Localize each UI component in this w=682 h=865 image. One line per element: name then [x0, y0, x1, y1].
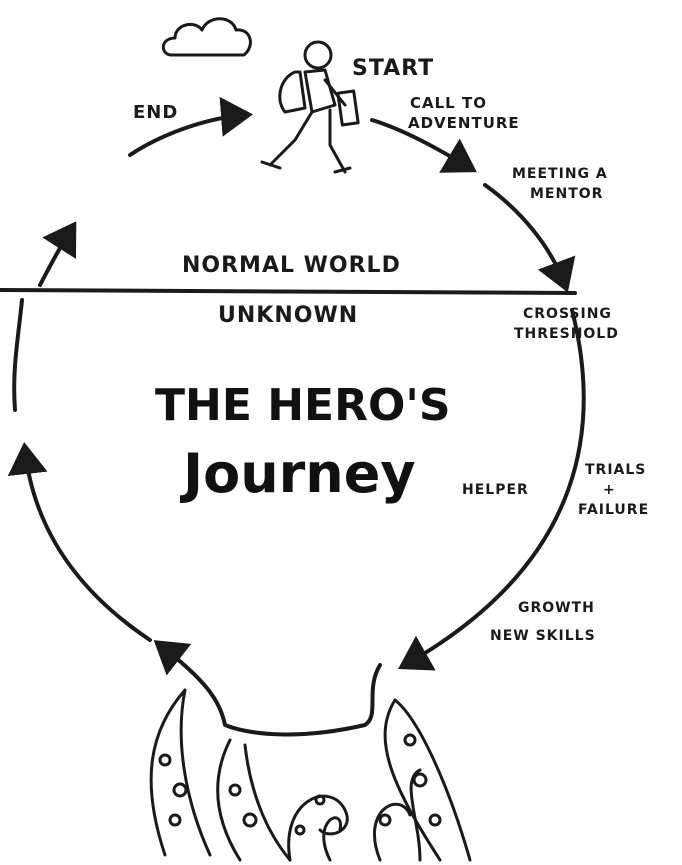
stage-call-line2: ADVENTURE	[408, 114, 520, 132]
stage-trials-line1: TRIALS	[585, 462, 646, 478]
stage-mentor-line2: MENTOR	[530, 186, 603, 202]
abyss-path	[153, 640, 382, 737]
arc-right-side	[398, 308, 586, 671]
stage-end: END	[133, 102, 178, 123]
normal-world-label: NORMAL WORLD	[182, 253, 401, 278]
arc-to-threshold	[483, 183, 576, 293]
stage-trials-line3: FAILURE	[578, 502, 649, 518]
tentacles-drawing	[149, 688, 472, 862]
arc-to-end	[128, 96, 253, 157]
stage-threshold-line1: CROSSING	[523, 306, 612, 322]
arc-left-side	[12, 298, 24, 412]
unknown-label: UNKNOWN	[218, 303, 358, 328]
stage-start: START	[352, 56, 434, 81]
stage-trials-plus: +	[603, 482, 616, 498]
stage-threshold-line2: THRESHOLD	[514, 326, 619, 342]
hiker-figure	[260, 40, 360, 174]
world-divider-line	[0, 288, 577, 295]
title-line1: THE HERO'S	[155, 380, 451, 431]
arc-start-to-call	[370, 118, 477, 173]
stage-growth-line1: GROWTH	[518, 600, 595, 616]
cloud-icon	[161, 17, 252, 57]
arc-left-upper	[38, 221, 77, 287]
arc-bottom-left	[7, 442, 152, 642]
title-line2: Journey	[179, 442, 416, 505]
stage-call-line1: CALL TO	[410, 94, 487, 112]
stage-helper: HELPER	[462, 482, 529, 498]
stage-mentor-line1: MEETING A	[512, 166, 608, 182]
stage-growth-line2: NEW SKILLS	[490, 628, 596, 644]
